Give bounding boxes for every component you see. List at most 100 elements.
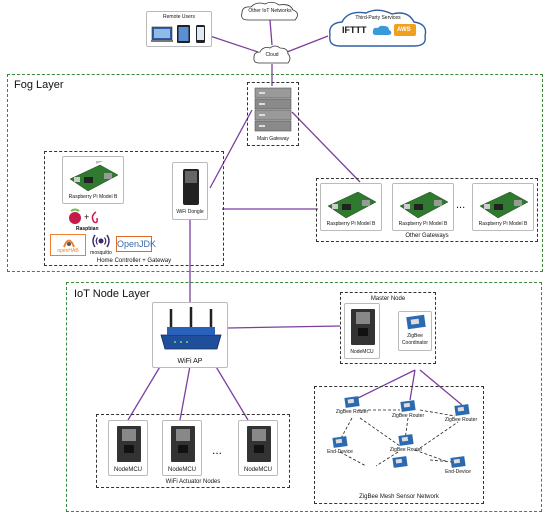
zigbee-router-label-2: ZigBee Router [391, 413, 425, 419]
other-rpi-card-2: Raspberry Pi Model B [392, 183, 454, 231]
other-rpi-card-1: Raspberry Pi Model B [320, 183, 382, 231]
home-controller-label: Home Controller + Gateway [96, 258, 172, 264]
zigbee-coordinator-card: ZigBee Coordinator [398, 311, 432, 351]
end-device-label-2: End-Device [445, 469, 471, 475]
raspberry-pi-board-icon [327, 191, 377, 219]
master-node-label: Master Node [370, 296, 406, 302]
nodemcu-board-icon [351, 309, 375, 345]
third-party-label: Third-Party Services [355, 15, 401, 21]
aws-badge: AWS [394, 24, 416, 36]
end-device-label-1: End-Device [327, 449, 353, 455]
link-coord-router1 [357, 369, 416, 399]
aws-label: AWS [397, 27, 411, 33]
link-services-cloud [286, 35, 329, 53]
iot-layer-boundary [66, 282, 542, 512]
zigbee-router-5 [384, 456, 416, 480]
main-gateway-label: Main Gateway [257, 136, 289, 142]
ifttt-logo: IFTTT [342, 25, 367, 35]
main-gateway-box [247, 82, 299, 146]
openjdk-label: OpenJDK [117, 239, 157, 249]
link-othernet-cloud [269, 19, 273, 46]
fog-layer-boundary [7, 74, 543, 272]
other-networks-cloud-icon [241, 1, 298, 21]
other-rpi-label-1: Raspberry Pi Model B [326, 221, 376, 227]
zigbee-mesh-box [314, 386, 484, 504]
actuator-ellipsis: ... [212, 443, 223, 457]
zigbee-router-3: ZigBee Router [445, 404, 478, 428]
link-ap-nodemcu1 [127, 359, 165, 421]
master-nodemcu-card: NodeMCU [344, 303, 380, 359]
actuator-nodemcu-card-1: NodeMCU [108, 420, 148, 476]
mosquitto-label: mosquitto [90, 250, 112, 256]
xbee-module-icon [392, 456, 408, 468]
remote-users-card: Remote Users [146, 11, 212, 47]
nodemcu-board-icon [247, 426, 271, 462]
other-gateways-ellipsis: ... [456, 199, 466, 211]
link-ap-nodemcu3 [211, 359, 249, 421]
mosquitto-icon [92, 234, 110, 248]
cloud-label: Cloud [265, 52, 279, 58]
wifi-router-icon [160, 307, 222, 350]
master-nodemcu-label: NodeMCU [350, 349, 374, 355]
zigbee-router-2: ZigBee Router [392, 400, 424, 424]
openhab-label: openHAB [57, 248, 79, 254]
zigbee-mesh-label: ZigBee Mesh Sensor Network [359, 494, 439, 500]
remote-users-label: Remote Users [163, 14, 195, 20]
openhab-icon [63, 239, 75, 248]
home-controller-box [44, 151, 224, 266]
master-node-box [340, 292, 436, 364]
mesh-links [339, 409, 459, 467]
wifi-dongle-icon [183, 169, 199, 205]
other-rpi-card-3: Raspberry Pi Model B [472, 183, 534, 231]
zigbee-router-label-1: ZigBee Router [335, 409, 369, 415]
other-rpi-label-3: Raspberry Pi Model B [478, 221, 528, 227]
nodemcu-board-icon [171, 426, 195, 462]
zigbee-coordinator-label-2: Coordinator [401, 340, 429, 346]
link-gateway-others [291, 111, 361, 183]
link-coord-router3 [419, 369, 463, 406]
zigbee-router-1: ZigBee Router [336, 396, 368, 420]
fog-layer-title: Fog Layer [14, 79, 64, 91]
raspberry-pi-board-icon [479, 191, 529, 219]
other-rpi-label-2: Raspberry Pi Model B [398, 221, 448, 227]
other-networks-label: Other IoT Networks [248, 8, 292, 14]
wifi-dongle-card: WiFi Dongle [172, 162, 208, 220]
zigbee-coordinator-label-1: ZigBee [407, 333, 423, 339]
rpi-label: Raspberry Pi Model B [68, 194, 118, 200]
raspberry-pi-board-icon [69, 161, 119, 192]
devices-icon [151, 25, 205, 43]
end-device-1: End-Device [324, 436, 356, 460]
xbee-module-icon [332, 436, 348, 448]
openhab-logo: openHAB [50, 234, 86, 256]
zigbee-router-label-3: ZigBee Router [444, 417, 478, 423]
wifi-actuator-nodes-label: WiFi Actuator Nodes [165, 479, 221, 485]
svg-text:+: + [84, 212, 89, 222]
xbee-module-icon [406, 314, 426, 330]
cloud-service-icon [372, 25, 392, 35]
link-gateway-dongle [209, 109, 253, 189]
wifi-actuator-nodes-box [96, 414, 290, 488]
actuator-nodemcu-card-3: NodeMCU [238, 420, 278, 476]
actuator-nodemcu-label-3: NodeMCU [243, 467, 272, 473]
link-remote-cloud [209, 35, 259, 53]
xbee-module-icon [344, 396, 360, 408]
link-ap-master [227, 325, 341, 329]
openjdk-logo: OpenJDK [116, 236, 157, 252]
wifi-ap-label: WiFi AP [177, 358, 203, 365]
cloud-icon [253, 45, 291, 64]
iot-layer-title: IoT Node Layer [74, 288, 150, 300]
xbee-module-icon [398, 434, 414, 446]
link-ap-nodemcu2 [179, 365, 191, 421]
other-gateways-label: Other Gateways [405, 233, 449, 239]
xbee-module-icon [450, 456, 466, 468]
server-rack-icon [254, 87, 292, 132]
zigbee-router-4: ZigBee Router [390, 434, 422, 458]
nodemcu-board-icon [117, 426, 141, 462]
link-coord-router2 [409, 369, 416, 401]
actuator-nodemcu-label-1: NodeMCU [113, 467, 142, 473]
xbee-module-icon [400, 400, 416, 412]
xbee-module-icon [454, 404, 470, 416]
end-device-2: End-Device [442, 456, 474, 480]
